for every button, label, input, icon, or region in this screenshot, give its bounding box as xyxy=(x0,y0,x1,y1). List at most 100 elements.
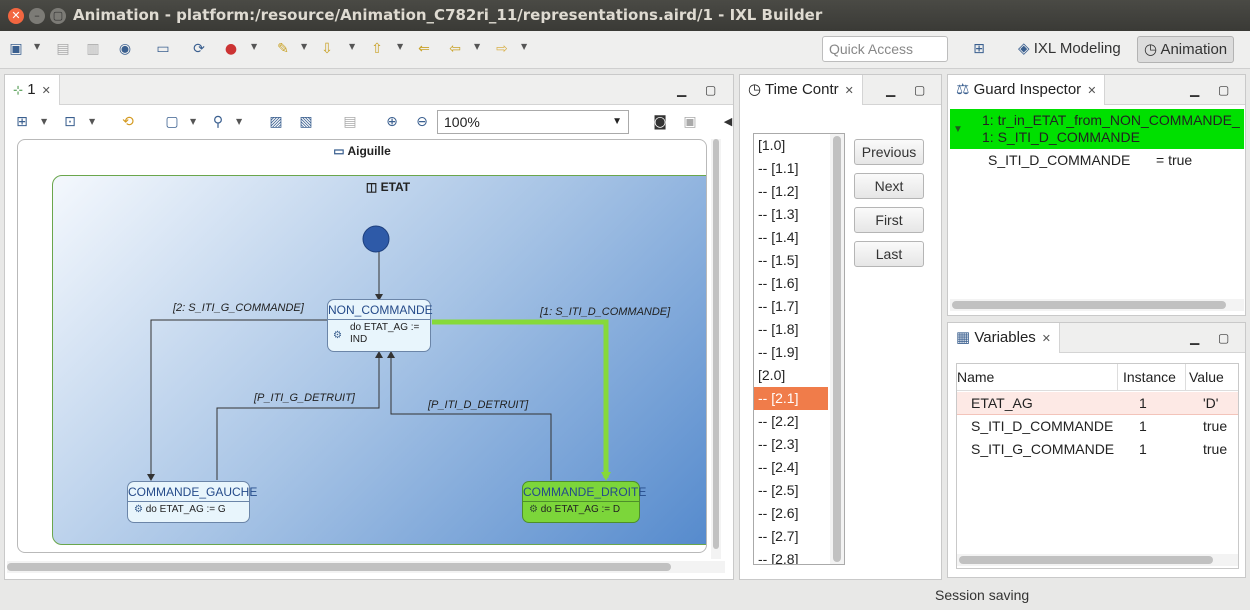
step-item[interactable]: -- [1.3] xyxy=(758,206,799,222)
maximize-icon[interactable]: ▢ xyxy=(705,83,717,97)
perspective-ixl-modeling[interactable]: ◈ IXL Modeling xyxy=(1018,40,1121,57)
console-icon[interactable]: ▭ xyxy=(156,41,170,57)
tab-time-control[interactable]: ◷ Time Contr✕ xyxy=(740,75,863,105)
minimize-icon[interactable]: ▁ xyxy=(677,83,687,97)
last-edit-icon[interactable]: ⇐ xyxy=(418,41,430,57)
delete-icon[interactable]: ▤ xyxy=(343,114,357,130)
back-icon[interactable]: ⇦ xyxy=(449,41,461,57)
close-window-button[interactable]: ✕ xyxy=(8,8,24,24)
transition-gauche-return[interactable] xyxy=(216,354,380,480)
step-item[interactable]: -- [1.8] xyxy=(758,321,799,337)
horizontal-scrollbar[interactable] xyxy=(7,561,725,573)
tab-guard-inspector[interactable]: ⚖ Guard Inspector✕ xyxy=(948,75,1106,105)
first-button[interactable]: First xyxy=(854,207,924,233)
save-all-icon[interactable]: ▥ xyxy=(86,41,100,57)
select-all-icon[interactable]: ⊡ xyxy=(64,114,76,130)
diagram-canvas[interactable]: ▭ Aiguille ◫ ETAT [2: S_ITI_G_COMMANDE] … xyxy=(17,139,707,553)
transition-label[interactable]: [P_ITI_G_DETRUIT] xyxy=(254,392,355,404)
next-annotation-icon[interactable]: ⇩ xyxy=(321,41,333,57)
select-dropdown-icon[interactable]: ▼ xyxy=(89,117,96,126)
new-icon[interactable]: ▣ xyxy=(9,41,23,57)
run-icon[interactable]: ● xyxy=(224,41,238,57)
guard-child-row[interactable]: S_ITI_D_COMMANDE = true xyxy=(988,152,1193,168)
zoom-in-icon[interactable]: ⊕ xyxy=(386,114,398,130)
step-item[interactable]: -- [1.6] xyxy=(758,275,799,291)
next-button[interactable]: Next xyxy=(854,173,924,199)
outline-icon[interactable]: ▣ xyxy=(683,114,697,130)
step-item[interactable]: -- [2.1] xyxy=(754,387,828,410)
step-list-scrollbar[interactable] xyxy=(830,134,844,564)
step-item[interactable]: -- [1.1] xyxy=(758,160,799,176)
prev-annotation-dropdown-icon[interactable]: ▼ xyxy=(397,42,404,51)
tools-icon[interactable]: ✎ xyxy=(277,41,289,57)
transition-label[interactable]: [1: S_ITI_D_COMMANDE] xyxy=(540,306,671,318)
step-item[interactable]: -- [2.8] xyxy=(758,551,799,565)
column-header-value[interactable]: Value xyxy=(1189,369,1224,385)
run-dropdown-icon[interactable]: ▼ xyxy=(251,42,258,51)
back-dropdown-icon[interactable]: ▼ xyxy=(474,42,481,51)
minimize-icon[interactable]: ▁ xyxy=(1190,83,1200,97)
step-item[interactable]: [2.0] xyxy=(758,367,786,383)
step-item[interactable]: -- [2.3] xyxy=(758,436,799,452)
state-commande-droite[interactable]: COMMANDE_DROITE ⚙ do ETAT_AG := D xyxy=(522,481,646,523)
refresh-icon[interactable]: ⟳ xyxy=(193,41,205,57)
variables-horizontal-scrollbar[interactable] xyxy=(957,554,1238,566)
step-item[interactable]: -- [1.5] xyxy=(758,252,799,268)
vertical-scrollbar[interactable] xyxy=(711,139,721,559)
layers-icon[interactable]: ▢ xyxy=(165,114,179,130)
close-icon[interactable]: ✕ xyxy=(844,85,854,97)
guard-horizontal-scrollbar[interactable] xyxy=(950,299,1244,311)
state-commande-gauche[interactable]: COMMANDE_GAUCHE ⚙ do ETAT_AG := G xyxy=(127,481,257,523)
transition-to-gauche[interactable] xyxy=(150,319,328,478)
transition-droite-return[interactable] xyxy=(390,354,552,480)
maximize-window-button[interactable]: ▢ xyxy=(50,8,66,24)
step-item[interactable]: -- [1.4] xyxy=(758,229,799,245)
initial-state[interactable] xyxy=(362,225,390,253)
transition-to-droite[interactable] xyxy=(432,319,609,478)
layers-dropdown-icon[interactable]: ▼ xyxy=(190,117,197,126)
state-non-commande[interactable]: NON_COMMANDE ⚙do ETAT_AG := IND xyxy=(327,299,433,352)
quick-access-input[interactable]: Quick Access xyxy=(822,36,948,62)
palette-toggle-icon[interactable]: ◀ xyxy=(723,115,733,128)
arrange-dropdown-icon[interactable]: ▼ xyxy=(41,117,48,126)
step-item[interactable]: -- [2.2] xyxy=(758,413,799,429)
tab-diagram-1[interactable]: ⊹ 1✕ xyxy=(5,75,60,105)
close-icon[interactable]: ✕ xyxy=(41,85,51,97)
minimize-icon[interactable]: ▁ xyxy=(886,83,896,97)
maximize-icon[interactable]: ▢ xyxy=(1218,83,1230,97)
refresh-diagram-icon[interactable]: ⟲ xyxy=(122,114,134,130)
last-button[interactable]: Last xyxy=(854,241,924,267)
step-item[interactable]: -- [1.9] xyxy=(758,344,799,360)
maximize-icon[interactable]: ▢ xyxy=(914,83,926,97)
step-item[interactable]: -- [2.5] xyxy=(758,482,799,498)
open-perspective-icon[interactable]: ⊞ xyxy=(973,41,985,57)
zoom-select[interactable]: 100% ▼ xyxy=(437,110,629,134)
step-item[interactable]: -- [2.4] xyxy=(758,459,799,475)
step-item[interactable]: -- [2.6] xyxy=(758,505,799,521)
step-item[interactable]: [1.0] xyxy=(758,137,786,153)
forward-dropdown-icon[interactable]: ▼ xyxy=(521,42,528,51)
transition-label[interactable]: [2: S_ITI_G_COMMANDE] xyxy=(173,302,304,314)
expand-triangle-icon[interactable]: ▼ xyxy=(953,124,963,135)
column-header-name[interactable]: Name xyxy=(957,369,995,385)
filters-dropdown-icon[interactable]: ▼ xyxy=(236,117,243,126)
step-list[interactable]: [1.0] -- [1.1] -- [1.2] -- [1.3] -- [1.4] -- … xyxy=(753,133,845,565)
step-item[interactable]: -- [1.7] xyxy=(758,298,799,314)
column-header-instance[interactable]: Instance xyxy=(1123,369,1176,385)
guard-selected-row[interactable]: ▼ 1: tr_in_ETAT_from_NON_COMMANDE_ 1: S_… xyxy=(950,109,1244,149)
publish-icon[interactable]: ◉ xyxy=(118,41,132,57)
zoom-out-icon[interactable]: ⊖ xyxy=(416,114,428,130)
prev-annotation-icon[interactable]: ⇧ xyxy=(371,41,383,57)
filters-icon[interactable]: ⚲ xyxy=(212,114,224,130)
next-annotation-dropdown-icon[interactable]: ▼ xyxy=(349,42,356,51)
previous-button[interactable]: Previous xyxy=(854,139,924,165)
hide-icon[interactable]: ▨ xyxy=(269,114,283,130)
perspective-animation[interactable]: ◷ Animation xyxy=(1137,36,1235,63)
close-icon[interactable]: ✕ xyxy=(1041,333,1051,345)
minimize-icon[interactable]: ▁ xyxy=(1190,331,1200,345)
step-item[interactable]: -- [1.2] xyxy=(758,183,799,199)
transition-label[interactable]: [P_ITI_D_DETRUIT] xyxy=(428,399,529,411)
camera-icon[interactable]: ◙ xyxy=(653,114,667,130)
